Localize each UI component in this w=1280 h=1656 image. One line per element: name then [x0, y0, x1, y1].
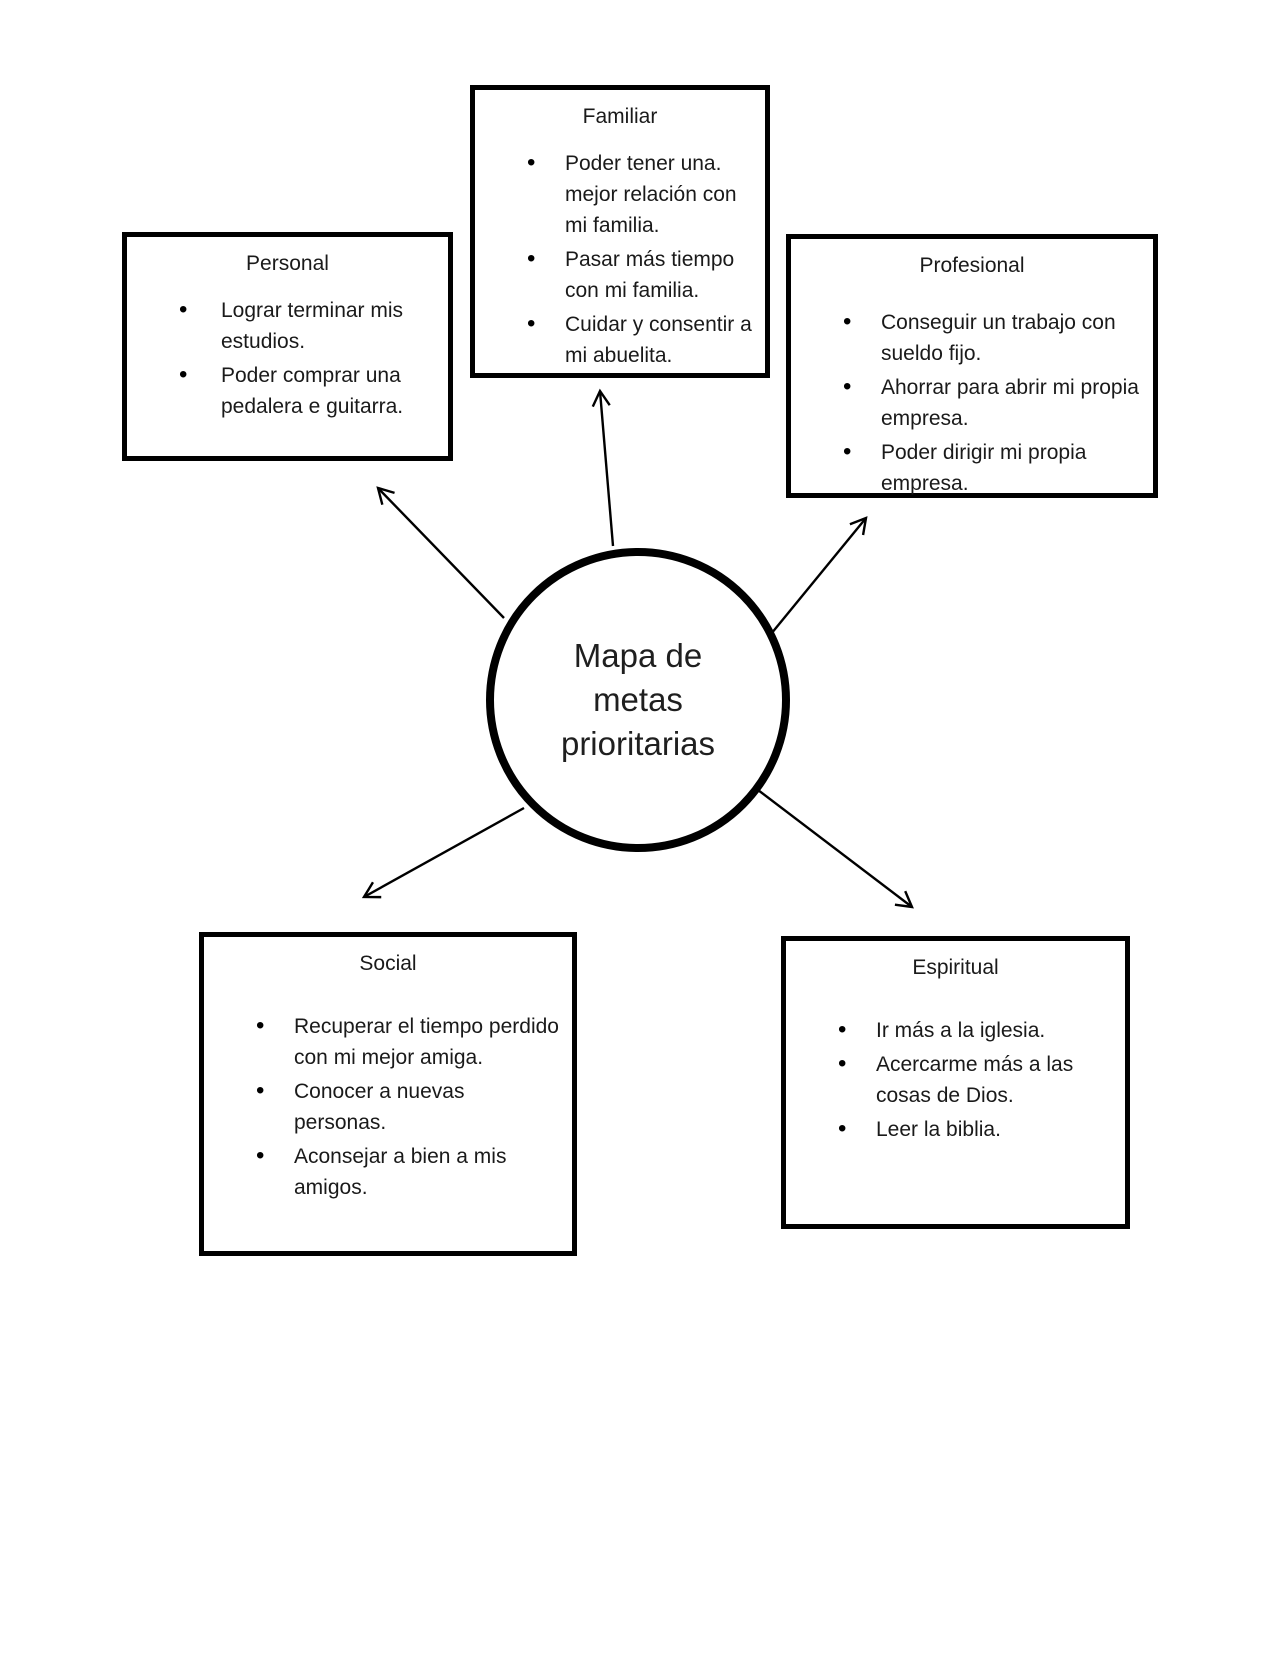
arrow-to-profesional — [770, 516, 868, 635]
list-item: Cuidar y consentir a mi abuelita. — [475, 308, 765, 371]
list-item: Poder dirigir mi propia empresa. — [791, 436, 1153, 499]
goal-box-espiritual: Espiritual Ir más a la iglesia. Acercarm… — [781, 936, 1130, 1229]
list-item: Poder comprar una pedalera e guitarra. — [127, 359, 448, 422]
goal-box-personal-title: Personal — [246, 252, 329, 275]
list-item: Conseguir un trabajo con sueldo fijo. — [791, 306, 1153, 369]
central-topic-circle: Mapa de metas prioritarias — [486, 548, 790, 852]
central-topic-line: Mapa de — [573, 637, 703, 674]
arrow-to-personal — [376, 486, 505, 619]
goal-box-familiar-title: Familiar — [582, 105, 658, 128]
list-item: Recuperar el tiempo perdido con mi mejor… — [204, 1010, 572, 1073]
goal-box-personal-list: Lograr terminar mis estudios. Poder comp… — [127, 294, 448, 422]
list-item: Acercarme más a las cosas de Dios. — [786, 1048, 1125, 1111]
list-item: Ahorrar para abrir mi propia empresa. — [791, 371, 1153, 434]
goal-box-profesional: Profesional Conseguir un trabajo con sue… — [786, 234, 1158, 498]
goal-box-profesional-list: Conseguir un trabajo con sueldo fijo. Ah… — [791, 306, 1153, 499]
goal-box-familiar-list: Poder tener una. mejor relación con mi f… — [475, 147, 765, 371]
arrow-to-familiar — [591, 388, 615, 547]
list-item: Lograr terminar mis estudios. — [127, 294, 448, 357]
arrow-to-espiritual — [757, 789, 914, 909]
goal-box-espiritual-title: Espiritual — [912, 956, 999, 979]
goal-box-social-title: Social — [359, 952, 417, 975]
list-item: Pasar más tiempo con mi familia. — [475, 243, 765, 306]
goal-box-social-list: Recuperar el tiempo perdido con mi mejor… — [204, 1010, 572, 1203]
goal-box-social: Social Recuperar el tiempo perdido con m… — [199, 932, 577, 1256]
goal-box-personal: Personal Lograr terminar mis estudios. P… — [122, 232, 453, 461]
list-item: Ir más a la iglesia. — [786, 1014, 1125, 1046]
list-item: Leer la biblia. — [786, 1113, 1125, 1145]
goal-box-familiar: Familiar Poder tener una. mejor relación… — [470, 85, 770, 378]
central-topic-line: metas — [593, 681, 683, 718]
goal-box-profesional-title: Profesional — [919, 254, 1025, 277]
list-item: Conocer a nuevas personas. — [204, 1075, 572, 1138]
central-topic-line: prioritarias — [560, 725, 716, 762]
list-item: Aconsejar a bien a mis amigos. — [204, 1140, 572, 1203]
goal-box-espiritual-list: Ir más a la iglesia. Acercarme más a las… — [786, 1014, 1125, 1145]
arrow-to-social — [361, 806, 525, 899]
list-item: Poder tener una. mejor relación con mi f… — [475, 147, 765, 241]
